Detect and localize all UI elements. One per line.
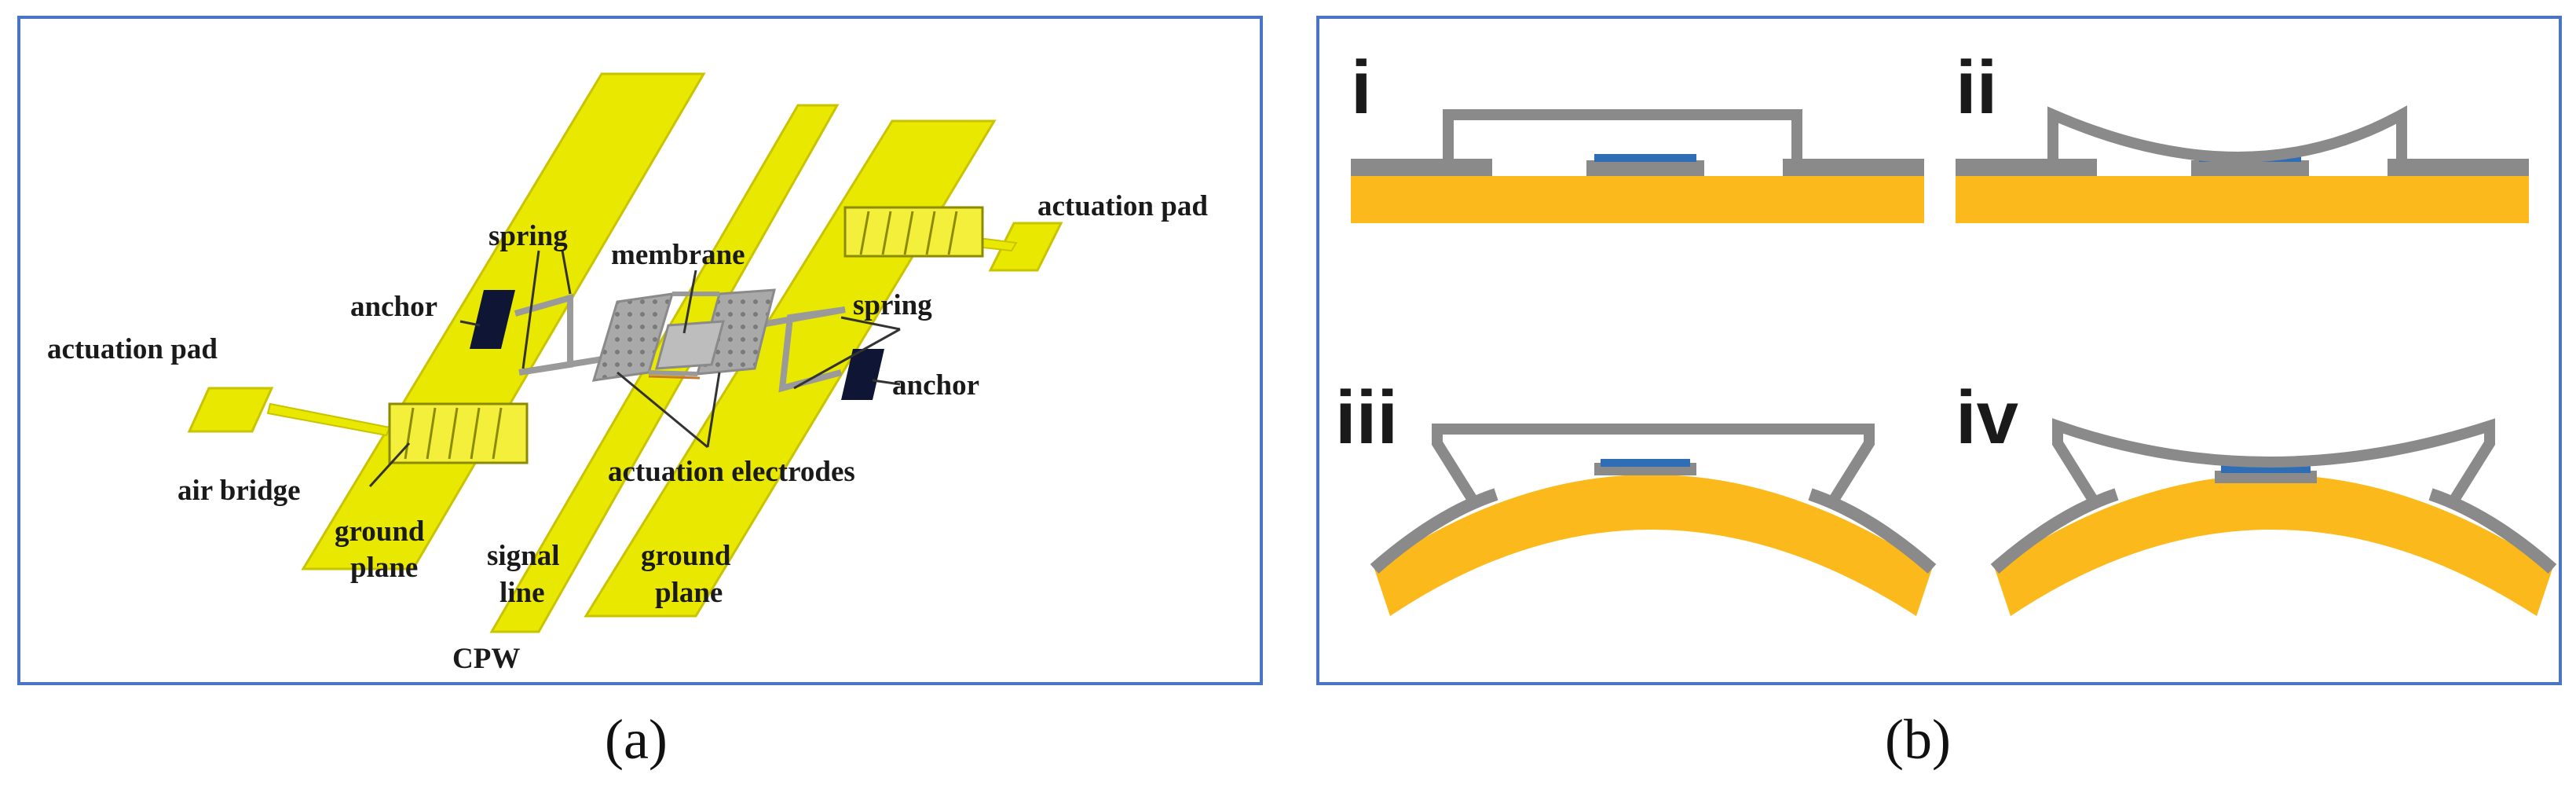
substrate-iv <box>1995 475 2552 616</box>
label-anchor-right: anchor <box>892 369 979 402</box>
state-iii: iii <box>1335 376 1937 616</box>
label-actuation-pad-right: actuation pad <box>1037 190 1208 222</box>
panel-a-switch-layout: actuation pad actuation pad spring membr… <box>17 16 1263 685</box>
anchor-pad-iii-left <box>1370 488 1498 574</box>
actuation-trace-left <box>266 402 391 437</box>
anchor-pad-i-right <box>1783 159 1924 176</box>
label-spring-left: spring <box>488 220 568 252</box>
actuation-pad-left-shape <box>187 387 274 433</box>
label-actuation-electrodes: actuation electrodes <box>608 456 855 488</box>
electrode-iii <box>1601 459 1690 467</box>
anchor-pad-ii-right <box>2388 159 2529 176</box>
actuation-pad-right-shape <box>988 222 1063 272</box>
electrode-underlay <box>648 375 701 380</box>
anchor-pad-ii-left <box>1956 159 2097 176</box>
anchor-right-block <box>841 349 884 400</box>
electrode-iv <box>2221 465 2311 473</box>
label-membrane: membrane <box>611 239 745 271</box>
label-cpw: CPW <box>452 643 520 675</box>
state-i: i <box>1351 46 1924 223</box>
label-ground-plane-left-1: ground <box>335 515 425 548</box>
label-actuation-pad-left: actuation pad <box>47 333 218 365</box>
state-ii: ii <box>1956 46 2529 223</box>
anchor-pad-iv-left <box>1990 488 2119 574</box>
beam-ii <box>2047 105 2407 163</box>
state-iii-label: iii <box>1335 376 1398 460</box>
label-spring-right: spring <box>853 289 932 321</box>
membrane-bridge-bottom <box>648 370 698 376</box>
caption-a: (a) <box>605 708 668 771</box>
label-signal-line-1: signal <box>487 540 560 572</box>
label-ground-plane-right-2: plane <box>655 577 723 609</box>
membrane-plate <box>654 320 726 370</box>
label-ground-plane-left-2: plane <box>350 552 418 584</box>
spring-left <box>514 293 618 376</box>
label-air-bridge: air bridge <box>177 475 301 507</box>
label-anchor-left: anchor <box>350 291 437 323</box>
anchor-pad-iv-right <box>2428 488 2557 574</box>
switch-layout-drawing: actuation pad actuation pad spring membr… <box>47 72 1208 675</box>
beam-iii <box>1432 424 1875 503</box>
electrode-base-i <box>1586 160 1704 176</box>
state-iv-label: iv <box>1956 376 2018 460</box>
panel-b-cross-sections: i ii iii <box>1316 16 2562 685</box>
cross-section-drawing: i ii iii <box>1335 46 2557 616</box>
substrate-iii <box>1374 475 1932 616</box>
substrate-i <box>1351 176 1924 223</box>
electrode-base-ii <box>2191 160 2309 176</box>
electrode-i <box>1594 154 1696 162</box>
caption-b: (b) <box>1885 708 1951 771</box>
beam-i <box>1443 109 1802 159</box>
anchor-pad-iii-right <box>1808 488 1937 574</box>
anchor-pad-i-left <box>1351 159 1492 176</box>
substrate-ii <box>1956 176 2529 223</box>
anchor-left-block <box>470 290 515 349</box>
air-bridge-left <box>388 402 529 464</box>
label-ground-plane-right-1: ground <box>641 540 731 572</box>
air-bridge-right <box>843 206 984 258</box>
beam-iv <box>2052 418 2495 503</box>
state-ii-label: ii <box>1956 46 1997 130</box>
state-iv: iv <box>1956 376 2557 616</box>
state-i-label: i <box>1351 46 1372 130</box>
pointer-arrows <box>368 250 901 488</box>
label-signal-line-2: line <box>499 577 545 609</box>
electrode-base-iv <box>2215 471 2317 483</box>
